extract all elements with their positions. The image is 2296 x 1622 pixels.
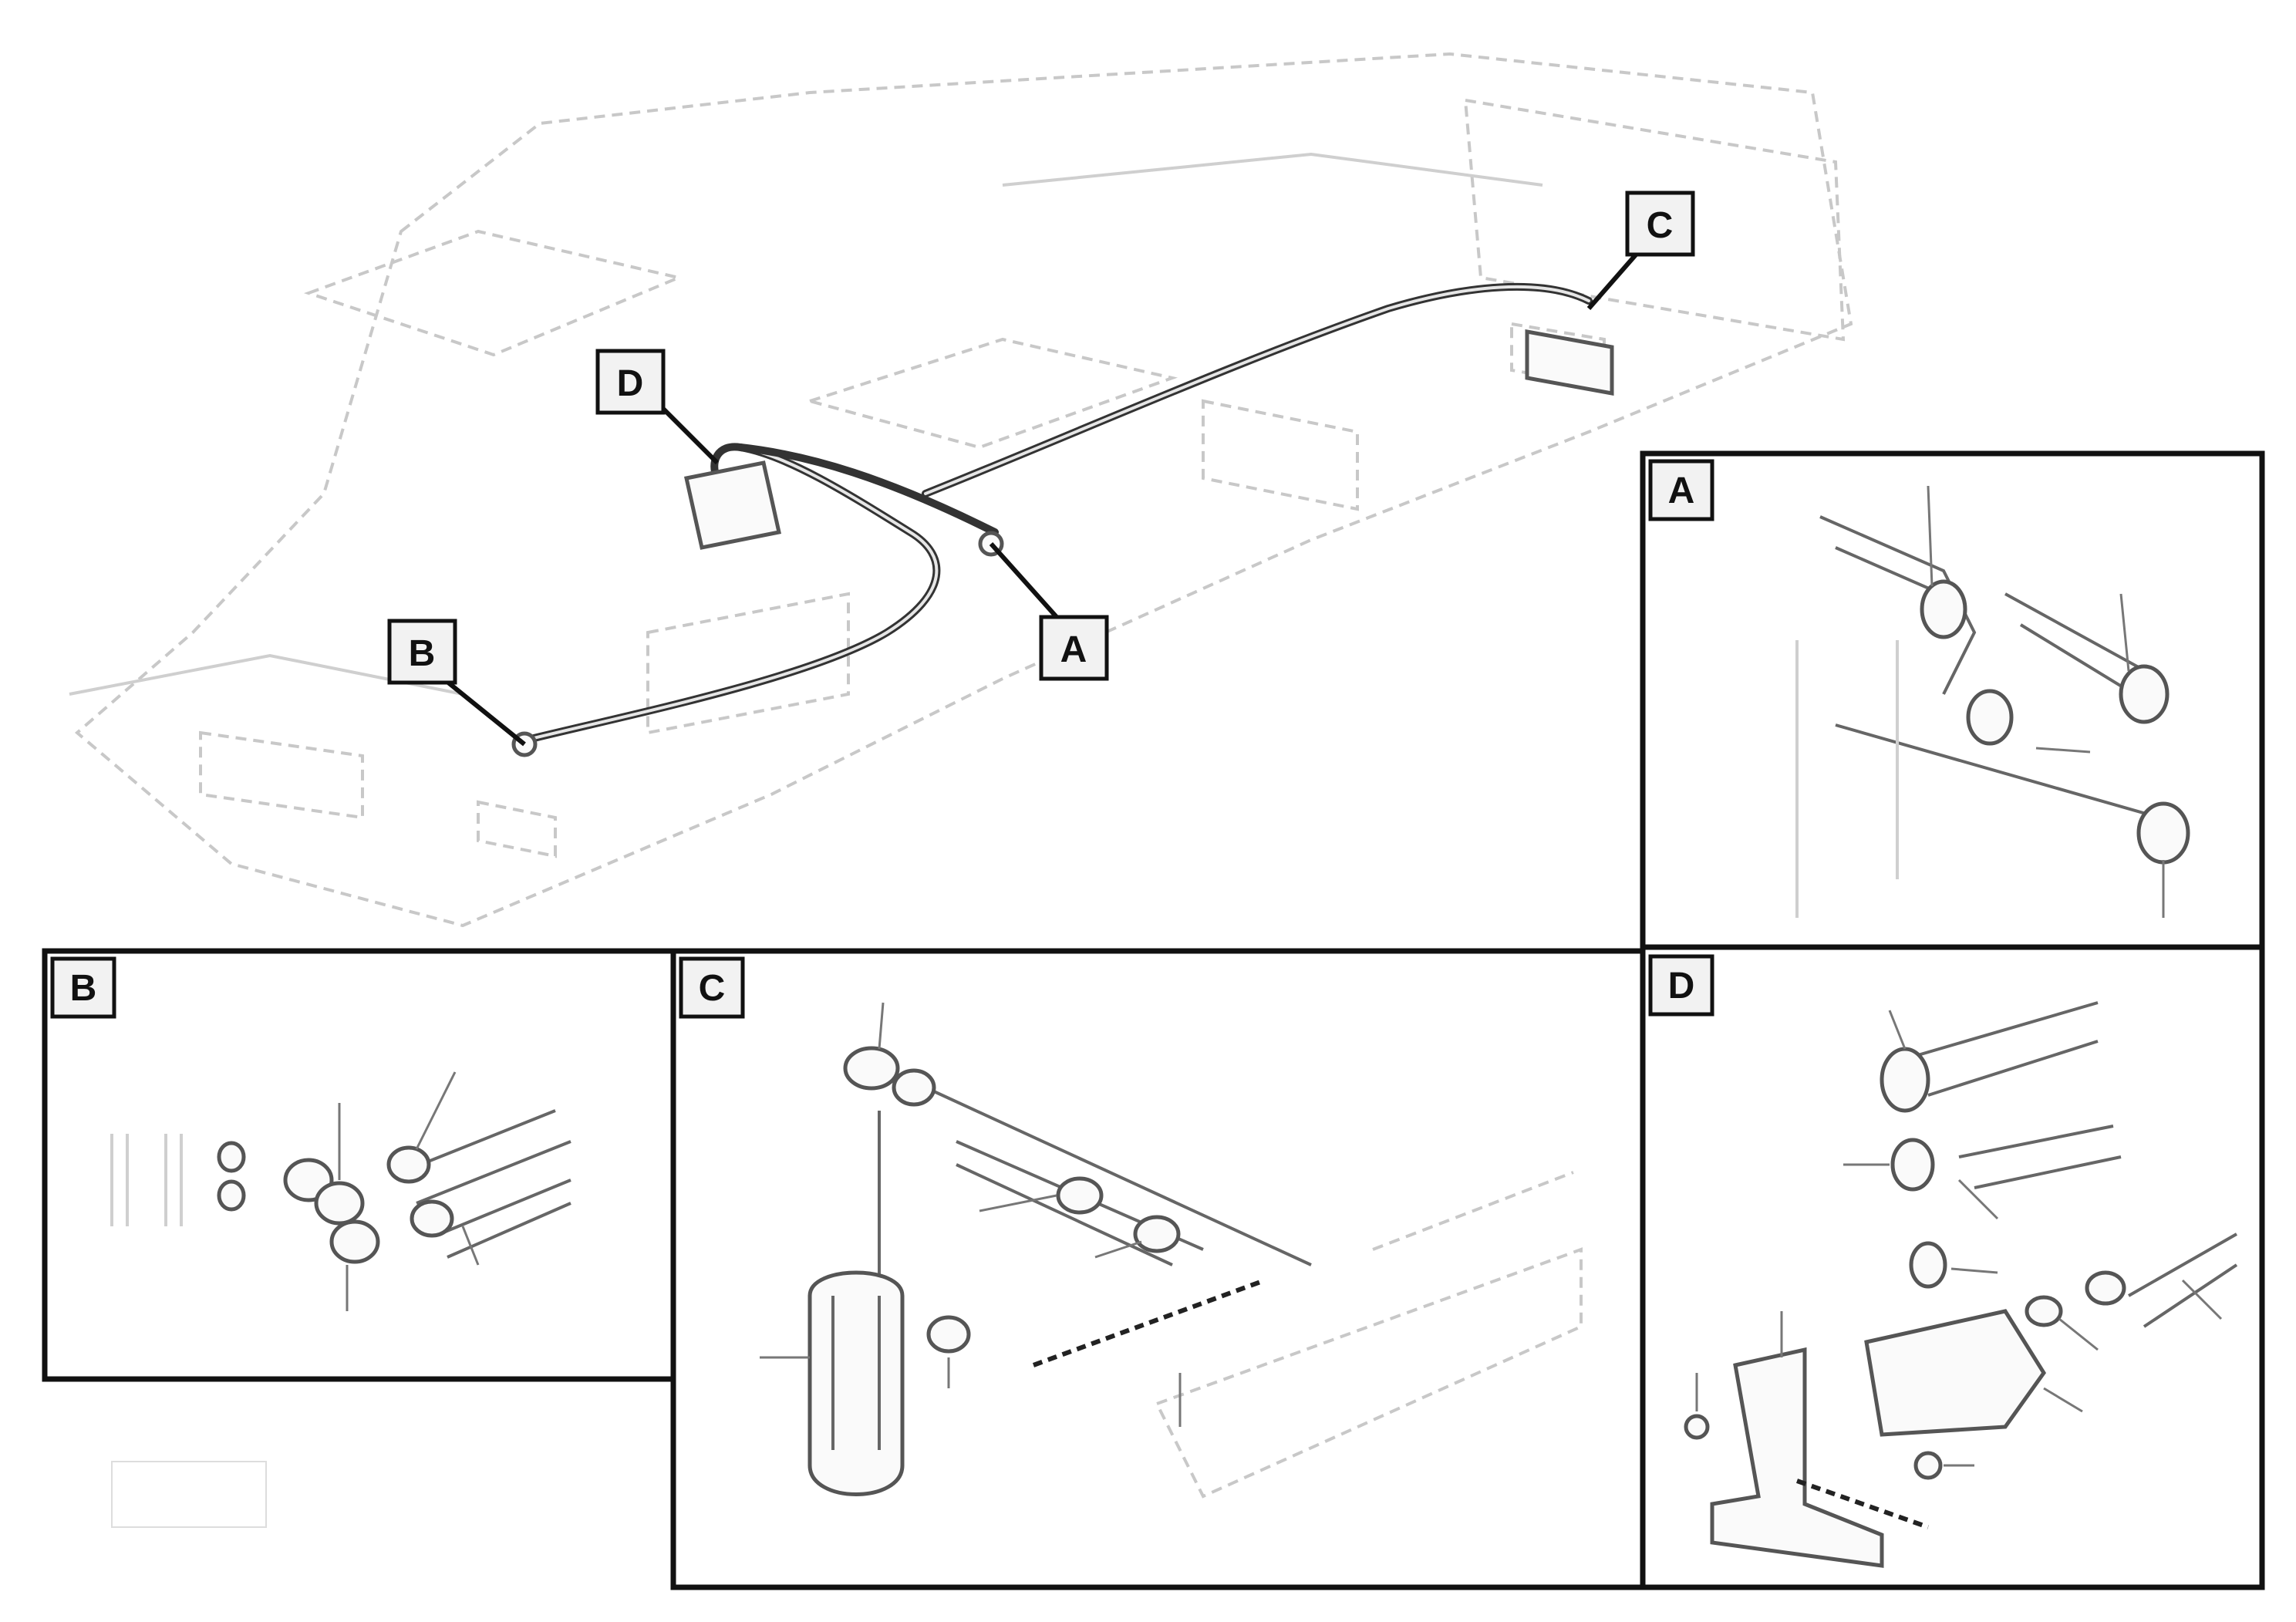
panel-a-label: A — [1668, 470, 1695, 511]
callout-d-label: D — [617, 363, 644, 404]
callout-leaders — [442, 245, 1645, 747]
panel-d-label: D — [1668, 966, 1695, 1007]
reference-stamp — [111, 1461, 267, 1528]
detail-panel-d: D — [1640, 944, 2265, 1590]
reference-stamp-frame — [111, 1461, 267, 1528]
callout-c: C — [1625, 191, 1695, 257]
callout-a: A — [1039, 615, 1109, 681]
detail-panel-a: A — [1640, 450, 2265, 950]
machine-frame-outline — [69, 52, 1853, 928]
detail-panel-c: C — [670, 948, 1646, 1590]
callout-b-label: B — [409, 633, 436, 674]
callout-a-label: A — [1060, 629, 1087, 670]
panel-b-label: B — [70, 968, 97, 1009]
callout-c-label: C — [1647, 205, 1674, 246]
detail-panel-b: B — [42, 948, 676, 1382]
panel-c-label: C — [699, 968, 726, 1009]
callout-d: D — [595, 349, 666, 415]
callout-b: B — [387, 619, 457, 685]
hydraulic-hose-run — [521, 282, 1593, 744]
main-fittings — [511, 329, 1614, 757]
